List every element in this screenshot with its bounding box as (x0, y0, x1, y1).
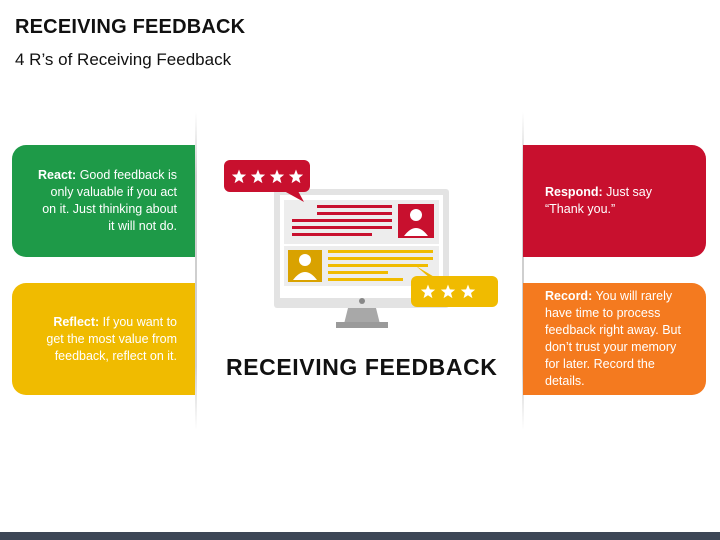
center-label: RECEIVING FEEDBACK (226, 354, 498, 380)
male-head-icon (410, 209, 422, 221)
bottom-bar (0, 532, 720, 540)
rating-bubble-top (224, 160, 310, 202)
star-icon (269, 169, 285, 184)
record-text: Record: You will rarely have time to pro… (545, 288, 688, 390)
monitor-power-dot (359, 298, 365, 304)
star-icon (460, 284, 476, 299)
page-subtitle: 4 R’s of Receiving Feedback (15, 50, 232, 69)
female-head-icon (299, 254, 311, 266)
rating-bubble-bottom (411, 266, 498, 307)
reflect-heading: Reflect: (53, 314, 100, 329)
female-body-icon (293, 272, 317, 280)
react-text: React: Good feedback is only valuable if… (38, 167, 177, 235)
monitor-base (336, 322, 388, 328)
star-icon (420, 284, 436, 299)
monitor-stand (344, 308, 380, 324)
respond-body: Just say “Thank you.” (545, 185, 652, 216)
star-icon (250, 169, 266, 184)
respond-text: Respond: Just say “Thank you.” (545, 184, 688, 218)
male-body-icon (404, 228, 428, 236)
star-rating-top (231, 169, 304, 184)
record-body: You will rarely have time to process fee… (545, 289, 681, 388)
react-body: Good feedback is only valuable if you ac… (42, 168, 177, 233)
respond-heading: Respond: (545, 185, 603, 199)
right-divider (522, 112, 524, 430)
monitor-illustration (224, 160, 498, 328)
star-icon (440, 284, 456, 299)
star-icon (231, 169, 247, 184)
star-rating-bottom (420, 284, 476, 299)
react-card: React: Good feedback is only valuable if… (12, 145, 195, 257)
record-card: Record: You will rarely have time to pro… (523, 283, 706, 395)
record-heading: Record: (545, 289, 593, 303)
react-heading: React: (38, 168, 77, 182)
left-divider (195, 112, 197, 430)
reflect-card: Reflect: If you want to get the most val… (12, 283, 195, 395)
respond-card: Respond: Just say “Thank you.” (523, 145, 706, 257)
star-icon (288, 169, 304, 184)
reflect-text: Reflect: If you want to get the most val… (38, 314, 177, 365)
reflect-body: If you want to get the most value from f… (46, 314, 177, 363)
page-title: RECEIVING FEEDBACK (15, 16, 246, 38)
